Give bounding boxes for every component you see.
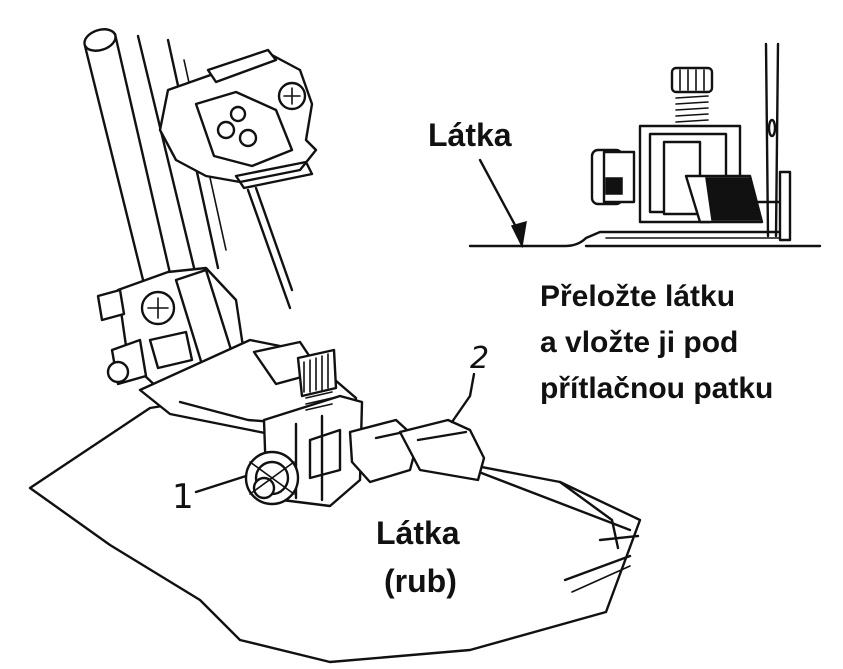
inset-foot xyxy=(590,66,792,242)
inset-fabric xyxy=(468,230,792,248)
callout-1-leader xyxy=(194,474,248,494)
inset-needle xyxy=(764,42,780,238)
instruction-line-3: přítlačnou patku xyxy=(540,372,773,405)
fabric-wrong-side-label-sub: (rub) xyxy=(384,563,457,599)
instruction-line-1: Přeložte látku xyxy=(540,280,735,313)
needle-clamp xyxy=(158,48,318,190)
callout-1: 1 xyxy=(172,477,194,517)
inset-illustration: Látka Přeložte látku a vložte ji pod pří… xyxy=(428,42,822,405)
main-illustration: 1 2 Látka (rub) xyxy=(28,28,642,664)
guide-plate xyxy=(398,418,486,482)
fabric-wrong-side-label: Látka xyxy=(376,515,460,551)
callout-2: 2 xyxy=(470,341,489,376)
needle xyxy=(246,186,294,310)
fabric-label: Látka xyxy=(428,117,512,153)
callout-2-leader xyxy=(450,372,476,424)
instruction-line-2: a vložte ji pod xyxy=(540,326,738,359)
inset-arrow-head xyxy=(510,220,527,249)
